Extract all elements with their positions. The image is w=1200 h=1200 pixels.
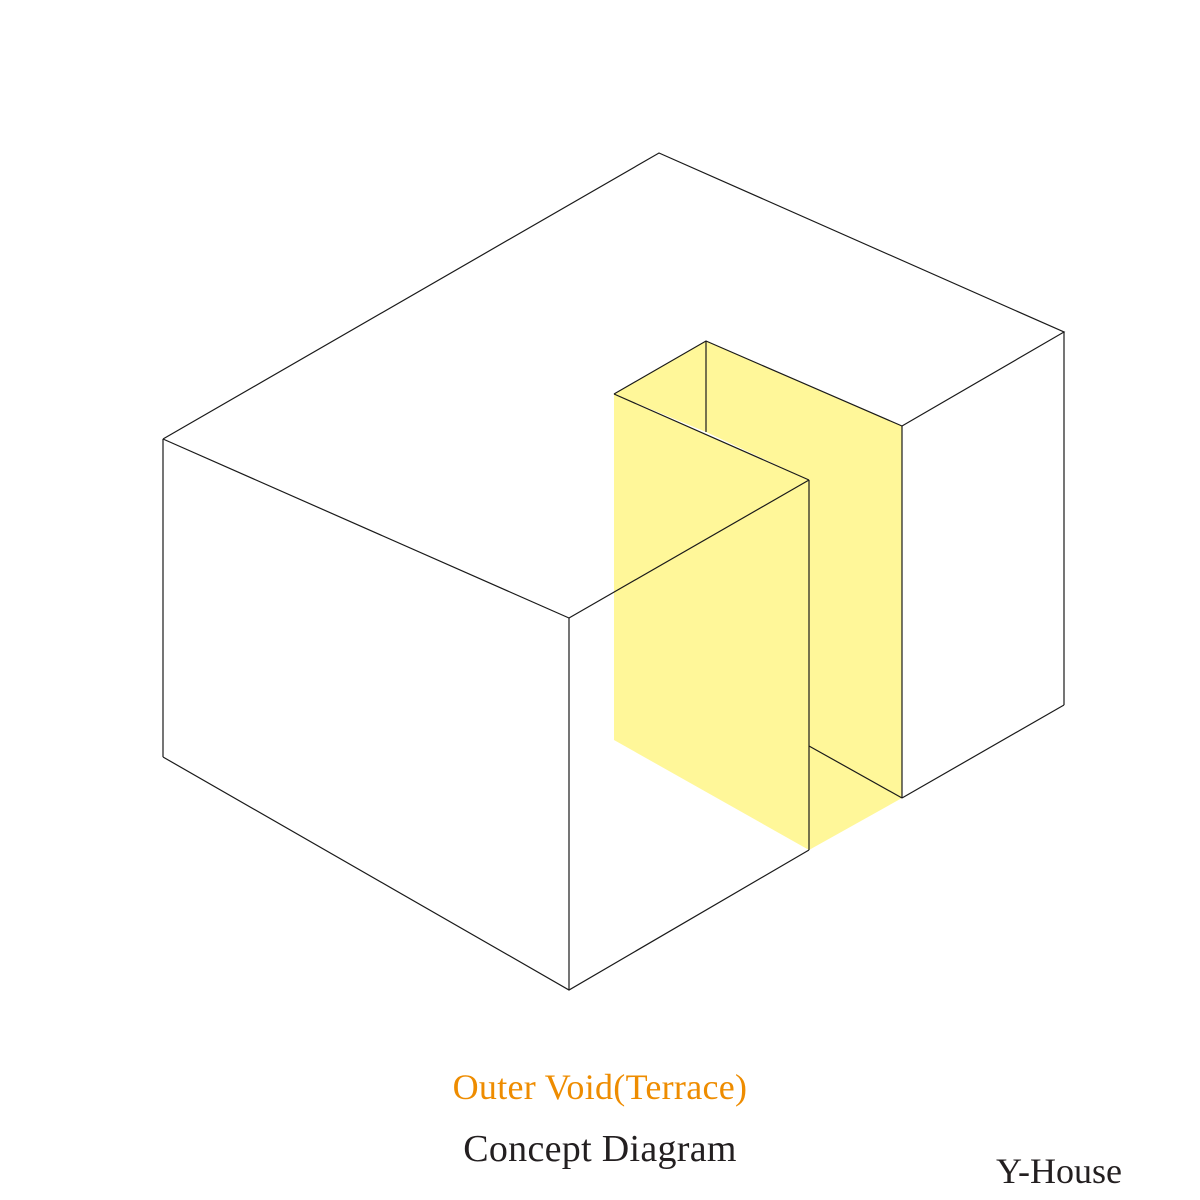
void-right-wall <box>706 341 902 798</box>
building-volume-outline <box>162 152 1066 991</box>
void-label: Outer Void(Terrace) <box>452 1067 748 1107</box>
roof-front-edge <box>162 438 570 619</box>
front-block-roof-edge <box>568 479 810 619</box>
void-floor-edge <box>808 745 903 799</box>
void-back-wall <box>614 341 706 432</box>
main-roof-outline <box>162 152 1066 440</box>
void-floor <box>809 746 902 850</box>
base-right-edge <box>901 704 1065 799</box>
base-left-edge <box>162 756 810 991</box>
void-left-top-edge <box>613 393 810 481</box>
diagram-caption: Concept Diagram <box>463 1128 737 1170</box>
project-name: Y-House <box>996 1151 1122 1191</box>
